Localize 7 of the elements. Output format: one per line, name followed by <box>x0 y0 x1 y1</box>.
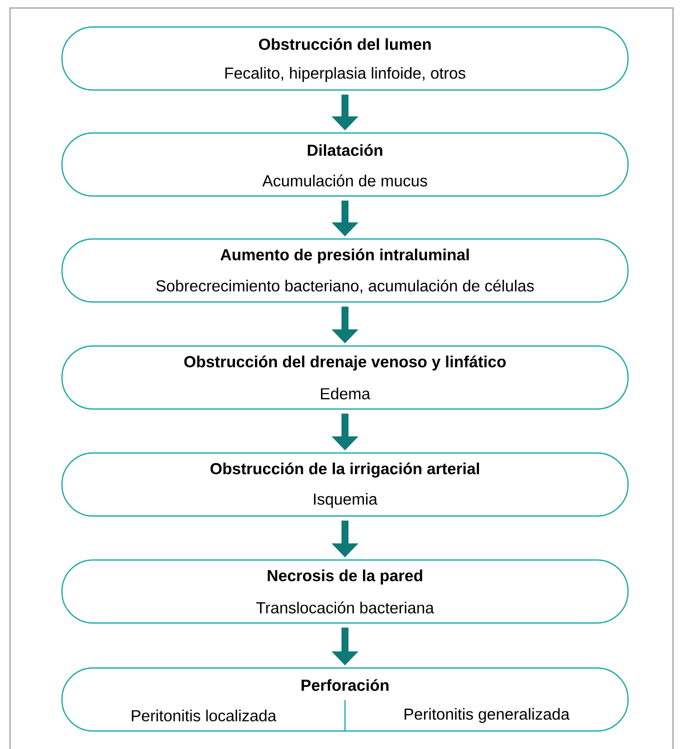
process-box: Obstrucción de la irrigación arterial Isquemia <box>61 452 629 517</box>
process-box: Dilatación Acumulación de mucus <box>61 132 629 197</box>
process-box: Perforación Peritonitis localizada Peritonitis generalizada <box>61 667 629 732</box>
process-box: Obstrucción del drenaje venoso y linfático Edema <box>61 345 629 410</box>
process-box: Necrosis de la pared Translocación bacteriana <box>61 559 629 624</box>
process-box: Aumento de presión intraluminal Sobrecrecimiento bacteriano, acumulación de células <box>61 238 629 303</box>
process-box: Obstrucción del lumen Fecalito, hiperplasia linfoide, otros <box>61 26 629 91</box>
